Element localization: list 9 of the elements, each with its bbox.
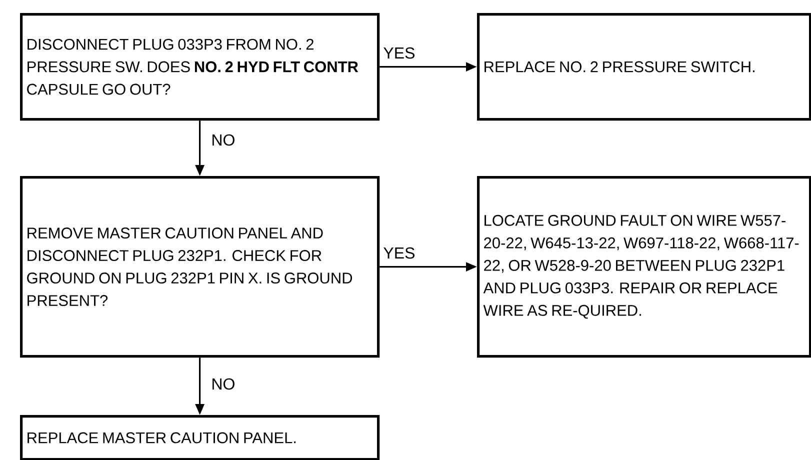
edge-label: NO [212,378,234,390]
edge-label: NO [212,134,234,146]
action-box: LOCATE GROUND FAULT ON WIRE W557-20-22, W645-13-22, W697-118-22, W668-117-22, OR W528-9-20 BETWEEN PLUG 232P1 AND PLUG 033P3. REPAIR OR REPLACE WIRE AS RE-QUIRED. [477,176,811,358]
edge-label: YES [384,247,414,259]
action-box: REPLACE MASTER CAUTION PANEL. [20,415,380,460]
decision-box: REMOVE MASTER CAUTION PANEL AND DISCONNECT PLUG 232P1. CHECK FOR GROUND ON PLUG 232P1 PIN X. IS GROUND PRESENT? [20,176,380,358]
edge-label: YES [384,47,414,59]
action-box: REPLACE NO. 2 PRESSURE SWITCH. [477,13,811,121]
decision-box: DISCONNECT PLUG 033P3 FROM NO. 2 PRESSURE SW. DOES NO. 2 HYD FLT CONTR CAPSULE GO OUT? [20,13,380,121]
